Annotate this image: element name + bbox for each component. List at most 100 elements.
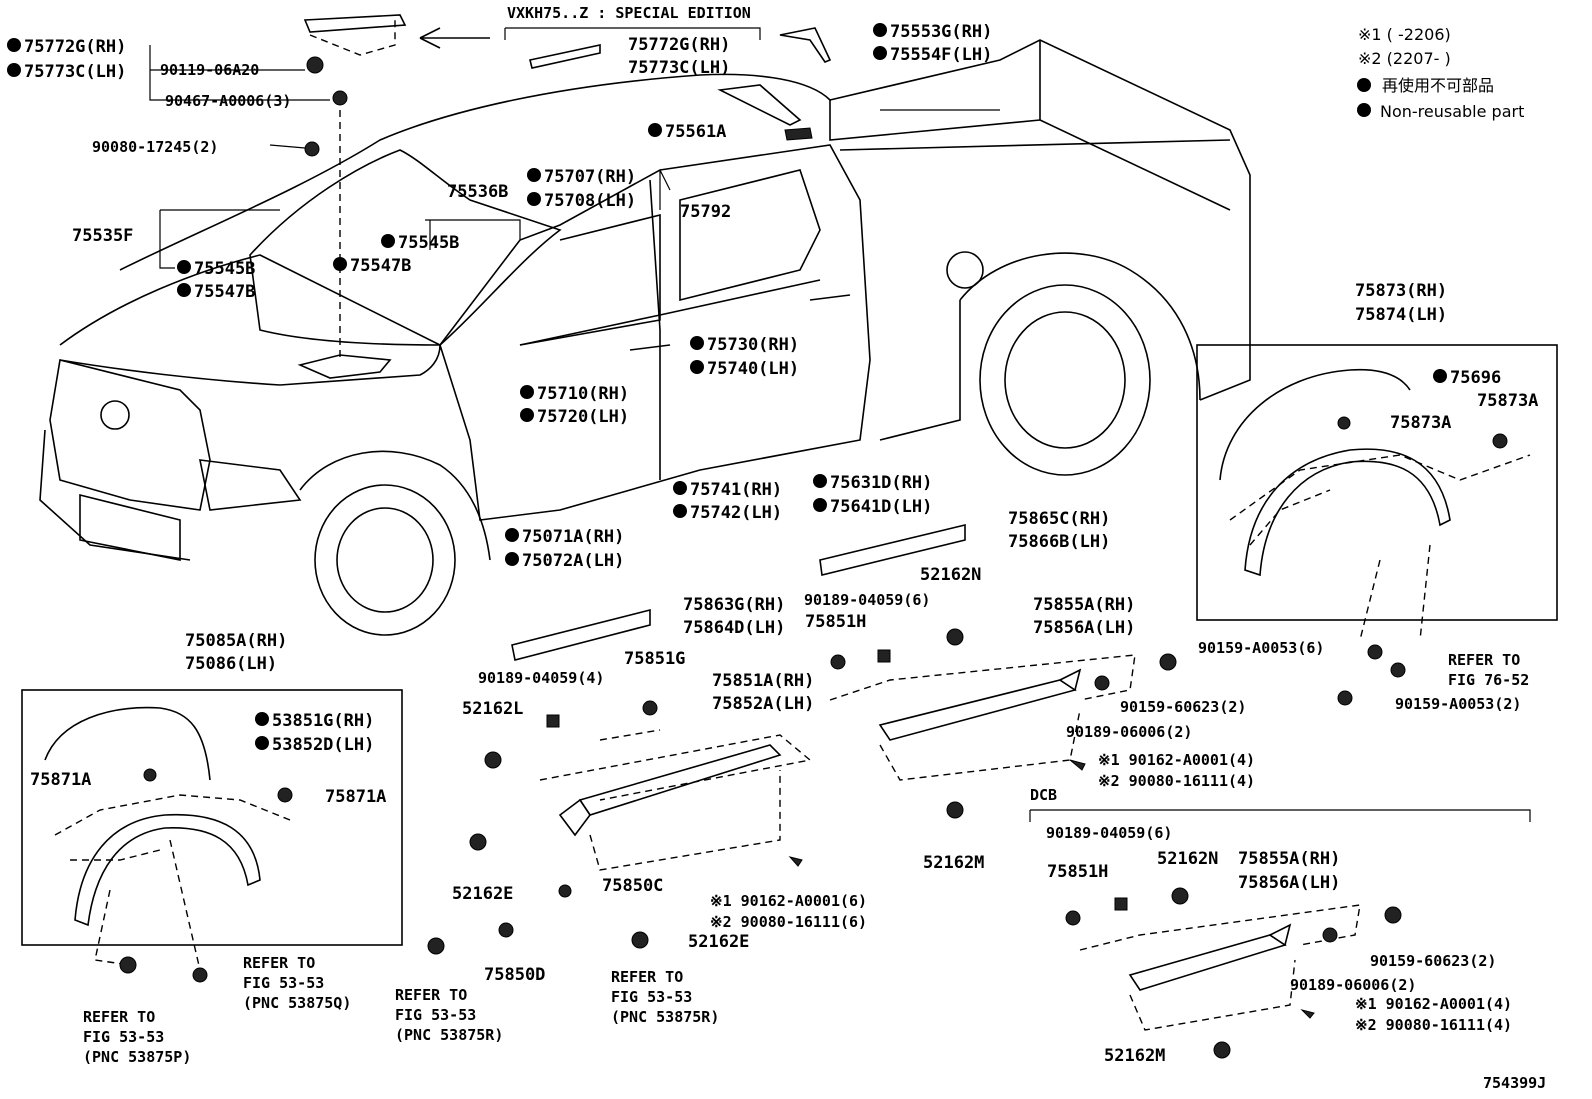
callout: 75545B [398, 233, 459, 253]
callout: 75085A(RH) [185, 631, 287, 651]
callout: 75086(LH) [185, 654, 277, 674]
bullet-icon [527, 192, 541, 206]
callout: 75072A(LH) [522, 551, 624, 571]
bullet-icon [1433, 369, 1447, 383]
bullet-icon [255, 736, 269, 750]
bullet-icon [673, 481, 687, 495]
bullet-icon [873, 23, 887, 37]
bullet-icon [673, 504, 687, 518]
callout: 75850C [602, 876, 663, 896]
legend-mark2: ※2 (2207- ) [1358, 49, 1451, 68]
callout: 75865C(RH) [1008, 509, 1110, 529]
callout: 75730(RH) [707, 335, 799, 355]
bullet-icon [333, 257, 347, 271]
callout: 75742(LH) [690, 503, 782, 523]
callout: 75561A [665, 122, 726, 142]
callout: 75856A(LH) [1238, 873, 1340, 893]
callout: 75851A(RH) [712, 671, 814, 691]
legend-nonreusable-en: Non-reusable part [1380, 102, 1524, 121]
rocker-panels [511, 523, 1531, 1031]
callout: 52162E [688, 932, 749, 952]
callout: ※2 90080-16111(6) [710, 913, 867, 931]
bullet-icon [177, 283, 191, 297]
callout: 52162M [923, 853, 984, 873]
callout: 75864D(LH) [683, 618, 785, 638]
callout: 75071A(RH) [522, 527, 624, 547]
bullet-icon [1357, 103, 1371, 117]
callout: ※1 90162-A0001(4) [1098, 751, 1255, 769]
callout: (PNC 53875R) [611, 1008, 719, 1026]
callout: 75720(LH) [537, 407, 629, 427]
callout: 52162M [1104, 1046, 1165, 1066]
bullet-icon [1357, 78, 1371, 92]
callout: ※2 90080-16111(4) [1098, 772, 1255, 790]
callout: 53851G(RH) [272, 711, 374, 731]
callout: 52162L [462, 699, 523, 719]
legend-nonreusable-jp: 再使用不可部品 [1382, 76, 1494, 95]
bullet-icon [648, 123, 662, 137]
callout: 90119-06A20 [160, 61, 259, 79]
callout: 90189-06006(2) [1066, 723, 1192, 741]
callout: 75696 [1450, 368, 1501, 388]
callout: 90189-04059(6) [1046, 824, 1172, 842]
callout: 90189-06006(2) [1290, 976, 1416, 994]
callout: 75851H [1047, 862, 1108, 882]
fasteners [119, 628, 1406, 1059]
legend-mark1: ※1 ( -2206) [1358, 25, 1451, 44]
special-edition-label: VXKH75..Z : SPECIAL EDITION [507, 4, 751, 22]
rear-fender-box [1196, 344, 1558, 641]
callout: 75772G(RH) [628, 35, 730, 55]
callout: (PNC 53875P) [83, 1048, 191, 1066]
callout: FIG 53-53 [243, 974, 324, 992]
callout: 75641D(LH) [830, 497, 932, 517]
front-fender-box [21, 689, 403, 971]
callout: 75553G(RH) [890, 22, 992, 42]
callout: FIG 76-52 [1448, 671, 1529, 689]
bullet-icon [505, 528, 519, 542]
callout: 75708(LH) [544, 191, 636, 211]
bullet-icon [527, 168, 541, 182]
bullet-icon [7, 63, 21, 77]
callout: 75536B [447, 182, 508, 202]
callout: 75874(LH) [1355, 305, 1447, 325]
callout: 90159-60623(2) [1370, 952, 1496, 970]
callout: 75855A(RH) [1033, 595, 1135, 615]
callout: 75852A(LH) [712, 694, 814, 714]
callout: 90189-04059(6) [804, 591, 930, 609]
callout: 75535F [72, 226, 133, 246]
callout: 75873(RH) [1355, 281, 1447, 301]
callout: 75773C(LH) [24, 62, 126, 82]
bullet-icon [690, 360, 704, 374]
callout: 75547B [350, 256, 411, 276]
callout: 52162E [452, 884, 513, 904]
bullet-icon [177, 260, 191, 274]
bullet-icon [7, 38, 21, 52]
callout: 75873A [1477, 391, 1538, 411]
callout: FIG 53-53 [611, 988, 692, 1006]
callout: REFER TO [395, 986, 467, 1004]
legend: ※1 ( -2206) ※2 (2207- ) 再使用不可部品 Non-reus… [1357, 25, 1524, 121]
callout: 53852D(LH) [272, 735, 374, 755]
callout-labels: VXKH75..Z : SPECIAL EDITION 75772G(RH) 7… [7, 4, 1546, 1092]
callout: ※2 90080-16111(4) [1355, 1016, 1512, 1034]
callout: REFER TO [243, 954, 315, 972]
bullet-icon [520, 385, 534, 399]
callout: 75545B [194, 259, 255, 279]
callout: 75740(LH) [707, 359, 799, 379]
callout: 75871A [325, 787, 386, 807]
callout: 75855A(RH) [1238, 849, 1340, 869]
callout: 75873A [1390, 413, 1451, 433]
callout: 75707(RH) [544, 167, 636, 187]
bullet-icon [255, 712, 269, 726]
callout: 52162N [1157, 849, 1218, 869]
bullet-icon [813, 498, 827, 512]
callout: REFER TO [611, 968, 683, 986]
callout: REFER TO [1448, 651, 1520, 669]
bullet-icon [873, 46, 887, 60]
callout: 75547B [194, 282, 255, 302]
callout: 75871A [30, 770, 91, 790]
callout: 90467-A0006(3) [165, 92, 291, 110]
bullet-icon [813, 474, 827, 488]
callout: 75792 [680, 202, 731, 222]
